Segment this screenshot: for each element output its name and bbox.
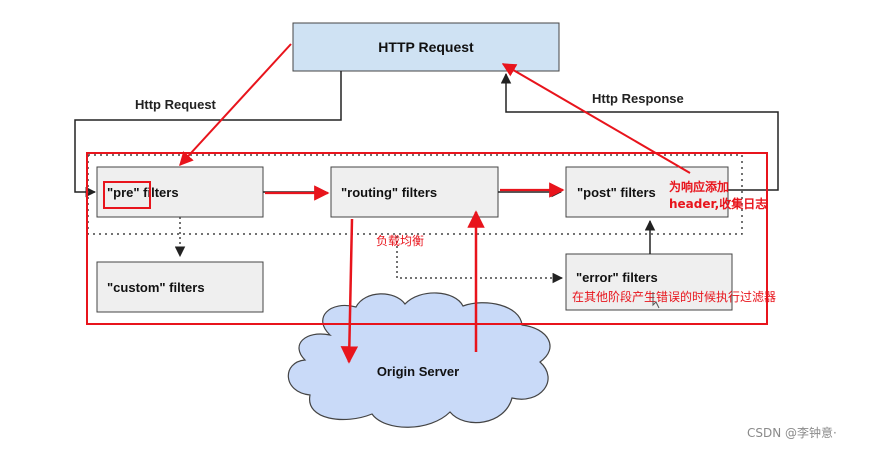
cursor-icon <box>652 292 660 309</box>
red-arrow-routing-to-origin <box>340 218 359 364</box>
http-request-box-label: HTTP Request <box>378 39 474 55</box>
red-highlight-region <box>86 152 768 325</box>
load-balancing-note: 负载均衡 <box>376 234 424 248</box>
error-filters-box: "error" filters <box>565 253 733 311</box>
post-filters-box: "post" filters <box>565 166 729 218</box>
response-connector <box>500 72 779 191</box>
red-arrow-request-to-pre <box>179 43 292 167</box>
red-arrow-post-to-request <box>501 63 691 174</box>
origin-server-cloud: Origin Server <box>287 292 551 428</box>
pre-filters-label: "pre" filters <box>107 185 179 200</box>
post-note-line2: header,收集日志 <box>669 196 767 211</box>
http-request-box: HTTP Request <box>292 22 560 72</box>
post-note-line1: 为响应添加 <box>669 179 729 194</box>
routing-filters-label: "routing" filters <box>341 185 437 200</box>
error-note: 在其他阶段产生错误的时候执行过滤器 <box>572 289 776 304</box>
origin-server-label: Origin Server <box>377 364 459 379</box>
custom-filters-label: "custom" filters <box>107 280 205 295</box>
http-request-edge-label: Http Request <box>135 97 217 112</box>
custom-filters-box: "custom" filters <box>96 261 264 313</box>
post-filters-label: "post" filters <box>577 185 656 200</box>
filter-zone-dotted-border <box>87 154 743 235</box>
routing-filters-box: "routing" filters <box>330 166 499 218</box>
error-filters-label: "error" filters <box>576 270 658 285</box>
red-pre-highlight <box>103 181 151 209</box>
pre-filters-box: "pre" filters <box>96 166 264 218</box>
request-connector <box>74 71 342 198</box>
http-response-edge-label: Http Response <box>592 91 684 106</box>
csdn-watermark: CSDN @李钟意· <box>747 425 837 440</box>
routing-to-error-connector <box>396 236 564 284</box>
